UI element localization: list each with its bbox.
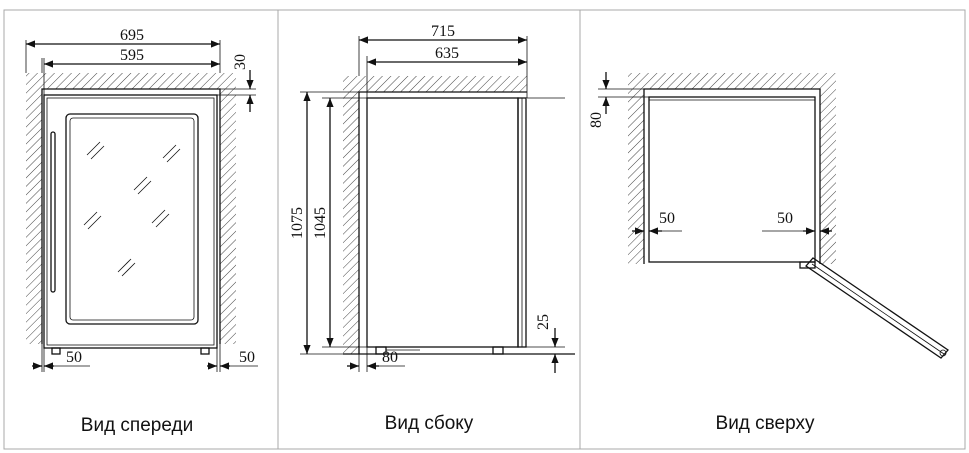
caption-top: Вид сверху — [716, 413, 815, 434]
door-handle — [50, 131, 56, 293]
side-foot-front — [492, 346, 504, 355]
dim-top-back-gap: 80 — [588, 112, 605, 128]
front-foot-right — [200, 347, 210, 355]
side-foot-back — [375, 346, 387, 355]
glass-reflections — [83, 141, 181, 277]
front-cabinet — [43, 94, 218, 349]
outer-frame — [3, 9, 966, 450]
top-view: 80 50 50 Вид сверху — [588, 72, 949, 434]
top-niche-left-wall — [628, 89, 644, 264]
front-niche-right-wall — [220, 89, 236, 344]
side-view: 715 635 1075 1045 25 80 Вид сбоку — [289, 23, 575, 434]
dim-top-right-gap: 50 — [777, 210, 793, 227]
dim-overall-depth: 715 — [431, 23, 455, 40]
dim-left-gap: 50 — [66, 349, 82, 366]
dim-body-height: 1045 — [312, 207, 329, 239]
top-niche-back-wall — [628, 73, 836, 89]
dim-right-gap: 50 — [239, 349, 255, 366]
side-niche-back-wall — [343, 92, 359, 354]
dim-top-left-gap: 50 — [659, 210, 675, 227]
dim-body-depth: 635 — [435, 45, 459, 62]
dim-overall-height: 1075 — [289, 207, 306, 239]
caption-side: Вид сбоку — [385, 413, 474, 434]
top-niche-right-wall — [820, 89, 836, 264]
dim-overall-width: 695 — [120, 27, 144, 44]
front-foot-left — [51, 347, 61, 355]
front-view: 695 595 30 50 50 Вид спереди — [25, 27, 258, 436]
side-cabinet — [366, 97, 519, 348]
front-door-glass — [65, 113, 199, 325]
dim-body-width: 595 — [120, 47, 144, 64]
top-cabinet — [648, 96, 816, 263]
dim-top-gap: 30 — [232, 54, 249, 70]
dim-bottom-gap: 25 — [535, 314, 552, 330]
top-hinge — [799, 261, 816, 269]
top-open-door — [805, 257, 949, 359]
front-niche-top-wall — [26, 73, 236, 89]
side-niche-top-wall — [343, 76, 527, 92]
caption-front: Вид спереди — [81, 415, 193, 436]
front-niche-left-wall — [26, 89, 42, 344]
dim-back-gap: 80 — [382, 349, 398, 366]
